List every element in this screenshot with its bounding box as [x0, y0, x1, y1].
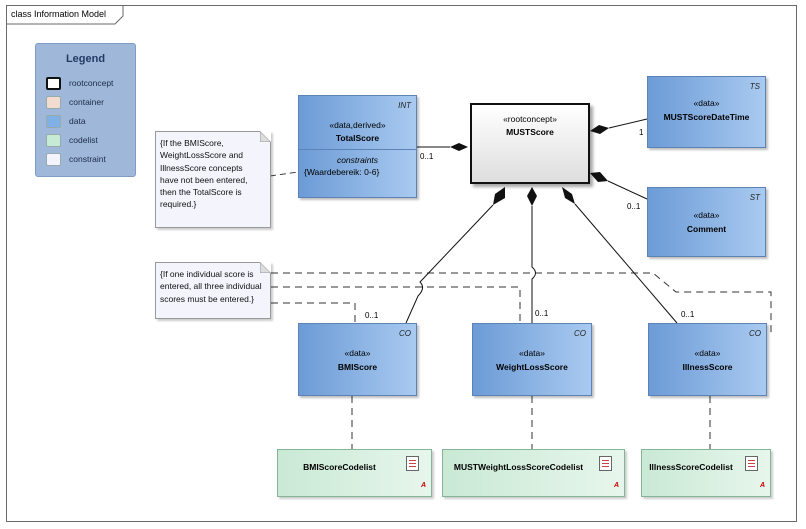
- legend-label: codelist: [69, 135, 98, 145]
- codelist-name: BMIScoreCodelist: [303, 462, 376, 472]
- class-type-tag: TS: [749, 82, 760, 91]
- legend-label: container: [69, 97, 104, 107]
- class-name: MUSTScore: [506, 127, 554, 137]
- class-illness-score[interactable]: CO «data» IllnessScore: [648, 323, 767, 396]
- class-stereotype: «data»: [693, 98, 720, 108]
- note-scores-constraint[interactable]: {If one individual score is entered, all…: [155, 262, 271, 319]
- multiplicity-illness: 0..1: [681, 310, 695, 319]
- class-name: WeightLossScore: [496, 362, 568, 372]
- note-anchor-weight: [271, 286, 521, 323]
- class-name: TotalScore: [335, 133, 380, 143]
- codelist-document-icon: [406, 456, 419, 471]
- class-name: IllnessScore: [682, 362, 733, 372]
- multiplicity-weight: 0..1: [535, 309, 549, 318]
- legend: Legend rootconcept container data codeli…: [35, 43, 136, 177]
- diamond-comment: [590, 172, 608, 182]
- class-type-tag: CO: [399, 329, 411, 338]
- legend-swatch-container: [46, 96, 61, 109]
- composition-bmi: [405, 204, 494, 324]
- legend-label: constraint: [69, 154, 106, 164]
- class-name: MUSTScoreDateTime: [663, 112, 750, 122]
- note-fold-icon: [260, 131, 271, 142]
- class-section-label: constraints: [336, 155, 379, 165]
- class-stereotype: «rootconcept»: [503, 114, 557, 124]
- note-text: {If the BMIScore, WeightLossScore and Il…: [160, 138, 248, 210]
- legend-swatch-data: [46, 115, 61, 128]
- note-anchor-illness: [271, 272, 772, 337]
- class-weight-loss-score[interactable]: CO «data» WeightLossScore: [472, 323, 592, 396]
- class-constraint: {Waardebereik: 0-6}: [304, 167, 380, 177]
- note-fold-icon: [260, 262, 271, 273]
- codelist-badge: A: [420, 482, 426, 489]
- legend-swatch-codelist: [46, 134, 61, 147]
- multiplicity-comment: 0..1: [627, 202, 641, 211]
- class-must-score-date-time[interactable]: TS «data» MUSTScoreDateTime: [647, 76, 766, 148]
- codelist-document-icon: [599, 456, 612, 471]
- class-comment[interactable]: ST «data» Comment: [647, 187, 766, 257]
- legend-title: Legend: [65, 53, 106, 65]
- codelist-document-icon: [745, 456, 758, 471]
- diamond-bmi: [493, 187, 505, 205]
- diagram-frame: [6, 5, 797, 522]
- diagram-title: class Information Model: [11, 9, 107, 19]
- diamond-illness: [562, 187, 575, 204]
- legend-swatch-constraint: [46, 153, 61, 166]
- class-name: Comment: [686, 224, 727, 234]
- class-stereotype: «data,derived»: [329, 120, 386, 130]
- codelist-must-weight-loss-score[interactable]: MUSTWeightLossScoreCodelist A: [442, 449, 625, 497]
- codelist-name: IllnessScoreCodelist: [649, 462, 733, 472]
- diamond-total: [450, 143, 468, 151]
- note-text: {If one individual score is entered, all…: [160, 269, 262, 304]
- diamond-datetime: [590, 125, 609, 134]
- class-stereotype: «data»: [694, 348, 721, 358]
- multiplicity-bmi: 0..1: [365, 311, 379, 320]
- multiplicity-total: 0..1: [420, 152, 434, 161]
- class-bmi-score[interactable]: CO «data» BMIScore: [298, 323, 417, 396]
- codelist-name: MUSTWeightLossScoreCodelist: [453, 462, 584, 472]
- class-stereotype: «data»: [519, 348, 545, 358]
- class-type-tag: ST: [749, 193, 760, 202]
- codelist-illness-score[interactable]: IllnessScoreCodelist A: [641, 449, 771, 497]
- class-total-score[interactable]: INT «data,derived» TotalScore constraint…: [298, 95, 417, 198]
- note-total-required[interactable]: {If the BMIScore, WeightLossScore and Il…: [155, 131, 271, 228]
- class-type-tag: CO: [574, 329, 586, 338]
- class-type-tag: INT: [398, 101, 411, 110]
- class-compartment-divider: [299, 149, 416, 150]
- composition-datetime: [608, 118, 648, 129]
- note-anchor-total: [269, 171, 299, 177]
- frame-tab-outline: [6, 5, 124, 25]
- class-name: BMIScore: [337, 362, 378, 372]
- codelist-badge: A: [613, 482, 619, 489]
- codelist-badge: A: [759, 482, 765, 489]
- legend-swatch-rootconcept: [46, 77, 61, 90]
- legend-label: rootconcept: [69, 78, 114, 88]
- class-type-tag: CO: [749, 329, 761, 338]
- composition-illness: [574, 203, 678, 324]
- diamond-weight: [527, 187, 537, 206]
- legend-label: data: [69, 116, 86, 126]
- codelist-bmi-score[interactable]: BMIScoreCodelist A: [277, 449, 432, 497]
- composition-weight: [531, 206, 536, 323]
- class-stereotype: «data»: [693, 210, 720, 220]
- multiplicity-datetime: 1: [639, 128, 644, 137]
- composition-comment: [607, 180, 648, 200]
- class-must-score[interactable]: «rootconcept» MUSTScore: [470, 103, 590, 184]
- note-anchor-bmi: [271, 302, 356, 323]
- class-stereotype: «data»: [344, 348, 371, 358]
